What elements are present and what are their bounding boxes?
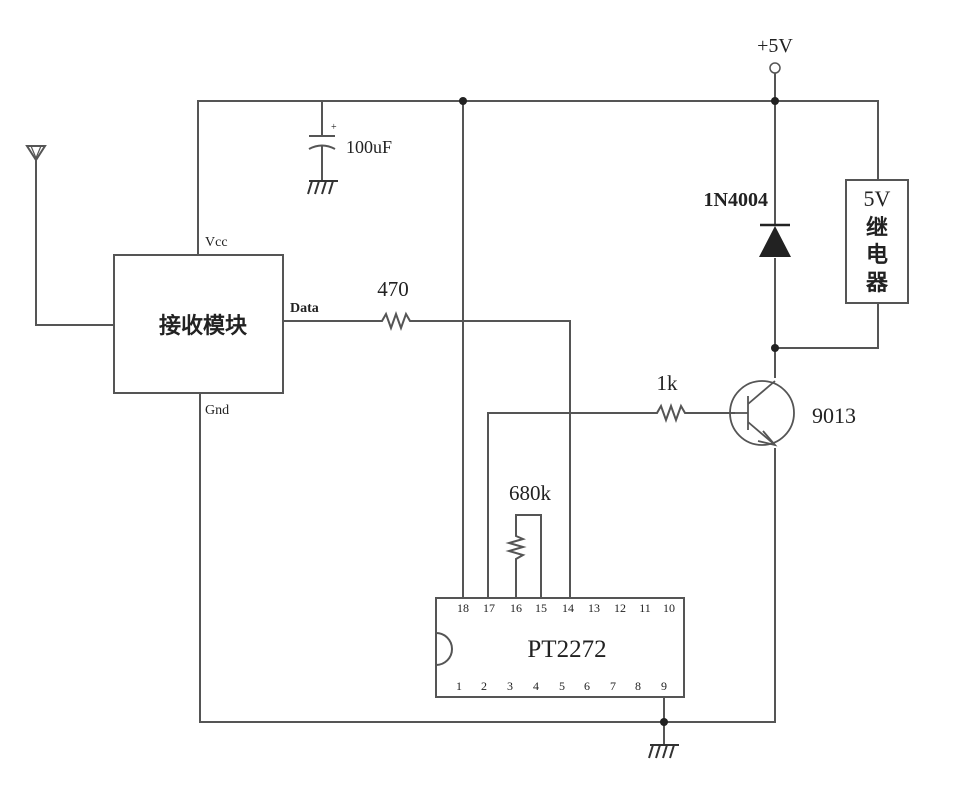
ic-bottom-pins: 1 2 3 4 5 6 7 8 9 bbox=[456, 679, 667, 693]
ic-pin-label: 11 bbox=[639, 601, 651, 615]
resistor-680k-icon bbox=[505, 532, 527, 563]
antenna-icon bbox=[25, 145, 47, 162]
ic-pin-label: 15 bbox=[535, 601, 547, 615]
ic-notch-icon bbox=[435, 632, 453, 666]
ic-pin-label: 16 bbox=[510, 601, 522, 615]
capacitor-icon bbox=[308, 135, 336, 150]
relay-box bbox=[845, 179, 909, 304]
ic-pin-label: 3 bbox=[507, 679, 513, 693]
pin-label-data: Data bbox=[290, 301, 319, 316]
supply-terminal-icon bbox=[769, 62, 781, 74]
resistor-470-icon bbox=[375, 311, 415, 331]
ic-pin-label: 5 bbox=[559, 679, 565, 693]
ic-pin-label: 18 bbox=[457, 601, 469, 615]
ic-pin-label: 2 bbox=[481, 679, 487, 693]
ic-pin-label: 6 bbox=[584, 679, 590, 693]
ic-pin-label: 8 bbox=[635, 679, 641, 693]
transistor-label: 9013 bbox=[812, 403, 856, 428]
ic-top-pins: 18 17 16 15 14 13 12 11 10 bbox=[457, 601, 675, 615]
resistor-1k-icon bbox=[650, 403, 690, 423]
relay-label-char3: 器 bbox=[865, 271, 889, 296]
ic-pin-label: 17 bbox=[483, 601, 495, 615]
receiver-module bbox=[113, 254, 284, 394]
ic-pin-label: 13 bbox=[588, 601, 600, 615]
ic-pin-label: 9 bbox=[661, 679, 667, 693]
junction-dots bbox=[459, 97, 779, 726]
npn-transistor-icon bbox=[729, 380, 795, 447]
relay-label-char2: 电 bbox=[866, 243, 888, 268]
ic-pin-label: 7 bbox=[610, 679, 616, 693]
resistor-1k-label: 1k bbox=[657, 371, 679, 395]
pin-label-vcc: Vcc bbox=[205, 235, 228, 250]
receiver-module-label: 接收模块 bbox=[159, 313, 248, 339]
ground-icon bbox=[648, 744, 679, 759]
pin-label-gnd: Gnd bbox=[205, 403, 229, 418]
relay-label-char1: 继 bbox=[866, 215, 888, 241]
wires bbox=[35, 73, 879, 745]
supply-label: +5V bbox=[757, 35, 793, 57]
ground-icon bbox=[307, 180, 338, 195]
diode-label: 1N4004 bbox=[704, 189, 768, 211]
ic-pin-label: 12 bbox=[614, 601, 626, 615]
ic-pt2272 bbox=[435, 597, 685, 698]
ic-label: PT2272 bbox=[527, 636, 606, 663]
ic-pin-label: 4 bbox=[533, 679, 539, 693]
relay-label-voltage: 5V bbox=[864, 186, 891, 211]
ic-pin-label: 14 bbox=[562, 601, 574, 615]
resistor-680k-label: 680k bbox=[509, 481, 552, 505]
capacitor-polarity: + bbox=[331, 122, 337, 133]
ic-pin-label: 10 bbox=[663, 601, 675, 615]
capacitor-value: 100uF bbox=[346, 137, 392, 157]
ic-pin-label: 1 bbox=[456, 679, 462, 693]
diode-icon bbox=[759, 223, 791, 257]
resistor-470-label: 470 bbox=[377, 277, 409, 301]
